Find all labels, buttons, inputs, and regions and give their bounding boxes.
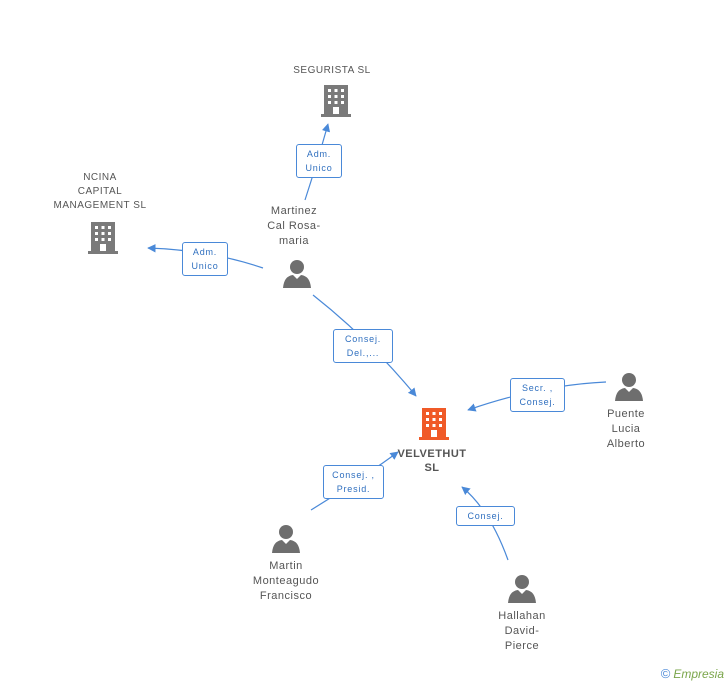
hallahan-label: Hallahan David- Pierce <box>472 609 572 654</box>
edge-label-secr-consej[interactable]: Secr. , Consej. <box>510 378 565 412</box>
puente-label-line: Puente <box>607 408 645 420</box>
segurista-label: SEGURISTA SL <box>293 65 371 76</box>
edge-label-line: Consej. , <box>332 470 375 480</box>
puente-label-line: Lucia <box>611 423 641 435</box>
edge-label-line: Presid. <box>336 484 371 494</box>
velvethut-label-line: VELVETHUT <box>397 448 467 460</box>
empresia-watermark[interactable]: © Empresia <box>661 666 724 681</box>
martinez-label-line: maria <box>278 235 309 247</box>
edge-label-line: Consej. <box>519 397 556 407</box>
main-company-building-icon[interactable] <box>418 407 450 441</box>
puente-label-line: Alberto <box>606 438 646 450</box>
edge-label-consej-presid[interactable]: Consej. , Presid. <box>323 465 384 499</box>
ncina-label-line: MANAGEMENT SL <box>53 200 147 211</box>
person-icon[interactable] <box>282 259 312 289</box>
martin-label-line: Monteagudo <box>252 575 320 587</box>
edge-label-consej-del[interactable]: Consej. Del.,... <box>333 329 393 363</box>
puente-label: Puente Lucia Alberto <box>586 407 666 452</box>
edge-label-line: Adm. <box>192 247 218 257</box>
martin-label-line: Francisco <box>259 590 313 602</box>
edge-label-adm-unico-ncina[interactable]: Adm. Unico <box>182 242 228 276</box>
person-icon[interactable] <box>507 574 537 604</box>
copyright-icon: © <box>660 666 671 681</box>
empresia-logo: Empresia <box>673 666 724 681</box>
building-icon[interactable] <box>87 221 119 255</box>
edge-label-line: Del.,... <box>346 348 380 358</box>
edge-label-line: Adm. <box>306 149 332 159</box>
hallahan-label-line: Pierce <box>504 640 540 652</box>
edge-label-line: Consej. <box>467 511 504 521</box>
martinez-label: Martinez Cal Rosa- maria <box>244 204 344 249</box>
ncina-label-line: CAPITAL <box>77 186 123 197</box>
hallahan-label-line: Hallahan <box>498 610 546 622</box>
hallahan-label-line: David- <box>504 625 540 637</box>
martin-label-line: Martin <box>269 560 303 572</box>
edge-label-consej[interactable]: Consej. <box>456 506 515 526</box>
ncina-label-line: NCINA <box>83 172 117 183</box>
edge-label-adm-unico-segurista[interactable]: Adm. Unico <box>296 144 342 178</box>
velvethut-label: VELVETHUT SL <box>382 447 482 475</box>
edge-label-line: Unico <box>305 163 333 173</box>
martin-label: Martin Monteagudo Francisco <box>236 559 336 604</box>
person-icon[interactable] <box>614 372 644 402</box>
ncina-label: NCINA CAPITAL MANAGEMENT SL <box>40 171 160 213</box>
edge-label-line: Unico <box>191 261 219 271</box>
martinez-label-line: Martinez <box>270 205 318 217</box>
person-icon[interactable] <box>271 524 301 554</box>
velvethut-label-line: SL <box>424 462 440 474</box>
martinez-label-line: Cal Rosa- <box>267 220 321 232</box>
edge-label-line: Secr. , <box>521 383 554 393</box>
building-icon[interactable] <box>320 84 352 118</box>
edge-label-line: Consej. <box>344 334 382 344</box>
